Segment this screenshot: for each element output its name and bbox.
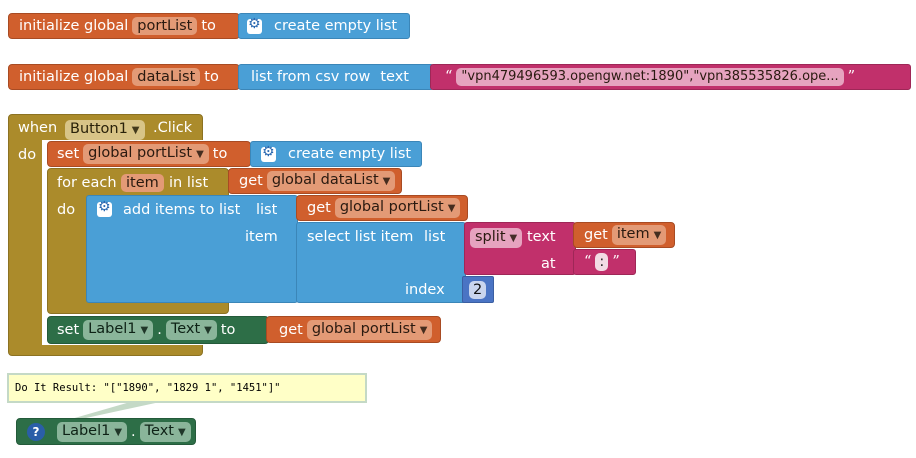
- variable-dropdown[interactable]: global portList▼: [83, 144, 209, 164]
- component-dropdown[interactable]: Button1▼: [65, 120, 145, 140]
- dot-label: .: [157, 322, 162, 338]
- set-global-portlist-block[interactable]: set global portList▼ to: [47, 141, 251, 167]
- index-socket-label: index: [405, 282, 445, 298]
- do-it-result-text: Do It Result: "["1890", "1829 1", "1451"…: [15, 382, 281, 394]
- component-dropdown[interactable]: Label1▼: [83, 320, 154, 340]
- close-quote: ”: [612, 254, 620, 270]
- chevron-down-icon: ▼: [509, 233, 518, 244]
- add-items-label: add items to list: [123, 202, 241, 218]
- csv-text-field[interactable]: "vpn479496593.opengw.net:1890","vpn38553…: [456, 68, 844, 86]
- do-label: do: [18, 147, 37, 163]
- chevron-down-icon: ▼: [382, 176, 391, 187]
- do-label: do: [57, 202, 76, 218]
- get-global-portlist-block[interactable]: get global portList▼: [266, 316, 441, 343]
- get-global-portlist-block[interactable]: get global portList▼: [296, 195, 468, 221]
- list-from-csv-row-block[interactable]: list from csv row text: [238, 64, 434, 90]
- property-dropdown[interactable]: Text▼: [165, 320, 217, 340]
- variable-dropdown[interactable]: item▼: [611, 225, 667, 245]
- get-item-block[interactable]: get item▼: [573, 222, 675, 248]
- colon-text-block[interactable]: “ : ”: [573, 249, 636, 275]
- open-quote: “: [445, 69, 453, 85]
- chevron-down-icon: ▼: [653, 230, 662, 241]
- open-quote: “: [584, 254, 592, 270]
- text-socket-label: text: [527, 229, 556, 245]
- create-empty-list-block[interactable]: create empty list: [250, 141, 422, 167]
- to-label: to: [201, 18, 216, 34]
- item-socket-label: item: [245, 229, 278, 245]
- to-label: to: [204, 69, 219, 85]
- csv-row-label: list from csv row: [251, 69, 371, 85]
- get-label: get: [279, 321, 303, 338]
- chevron-down-icon: ▼: [177, 426, 186, 438]
- global-var-name-field[interactable]: dataList: [132, 68, 201, 86]
- colon-text-field[interactable]: :: [595, 253, 609, 271]
- property-dropdown[interactable]: Text▼: [139, 421, 191, 442]
- to-label: to: [220, 322, 236, 338]
- set-label1-text-block[interactable]: set Label1▼ . Text▼ to: [47, 316, 269, 344]
- text-socket-label: text: [380, 69, 409, 85]
- number-block[interactable]: 2: [462, 276, 494, 303]
- init-global-label: initialize global: [19, 18, 129, 34]
- close-quote: ”: [847, 69, 856, 85]
- init-global-label: initialize global: [19, 69, 129, 85]
- chevron-down-icon: ▼: [419, 324, 428, 336]
- list-socket-label: list: [256, 202, 278, 218]
- event-name-label: .Click: [153, 120, 193, 136]
- chevron-down-icon: ▼: [447, 203, 456, 214]
- chevron-down-icon: ▼: [131, 125, 140, 136]
- global-var-name-field[interactable]: portList: [132, 17, 198, 35]
- select-list-item-label: select list item: [307, 229, 414, 245]
- get-global-datalist-block[interactable]: get global dataList▼: [228, 168, 402, 194]
- set-label: set: [57, 322, 80, 338]
- gear-icon[interactable]: [261, 144, 276, 162]
- label1-text-getter-block[interactable]: ? Label1▼ . Text▼: [16, 418, 196, 445]
- when-label: when: [18, 120, 58, 136]
- chevron-down-icon: ▼: [114, 426, 123, 438]
- variable-dropdown[interactable]: global portList▼: [306, 319, 433, 340]
- get-label: get: [239, 173, 263, 189]
- chevron-down-icon: ▼: [196, 149, 204, 160]
- for-each-label: for each: [57, 175, 117, 191]
- init-global-datalist-block[interactable]: initialize global dataList to: [8, 64, 240, 90]
- create-empty-list-block[interactable]: create empty list: [238, 13, 410, 39]
- component-dropdown[interactable]: Label1▼: [57, 421, 128, 442]
- text-string-block[interactable]: “ "vpn479496593.opengw.net:1890","vpn385…: [430, 64, 911, 90]
- create-empty-list-label: create empty list: [274, 18, 398, 34]
- chevron-down-icon: ▼: [140, 325, 149, 336]
- variable-dropdown[interactable]: global portList▼: [334, 198, 461, 218]
- to-label: to: [212, 146, 228, 162]
- index-number-field[interactable]: 2: [469, 280, 487, 299]
- in-list-label: in list: [169, 175, 209, 191]
- create-empty-list-label: create empty list: [288, 146, 412, 162]
- split-dropdown[interactable]: split▼: [470, 228, 523, 248]
- at-socket-label: at: [541, 256, 556, 272]
- init-global-portlist-block[interactable]: initialize global portList to: [8, 13, 240, 39]
- gear-icon[interactable]: [97, 199, 112, 217]
- list-socket-label: list: [424, 229, 446, 245]
- split-text-block[interactable]: split▼ text at: [464, 222, 576, 275]
- variable-dropdown[interactable]: global dataList▼: [266, 171, 396, 191]
- set-label: set: [57, 146, 80, 162]
- select-list-item-block[interactable]: select list item list index: [296, 222, 466, 303]
- chevron-down-icon: ▼: [204, 325, 212, 336]
- get-label: get: [584, 227, 608, 243]
- loop-variable-field[interactable]: item: [121, 174, 164, 192]
- get-label: get: [307, 200, 331, 216]
- help-icon[interactable]: ?: [27, 422, 45, 441]
- gear-icon[interactable]: [247, 16, 262, 34]
- do-it-result-bubble: Do It Result: "["1890", "1829 1", "1451"…: [7, 373, 367, 403]
- add-items-to-list-block[interactable]: add items to list list item: [86, 195, 298, 303]
- dot-label: .: [131, 423, 136, 440]
